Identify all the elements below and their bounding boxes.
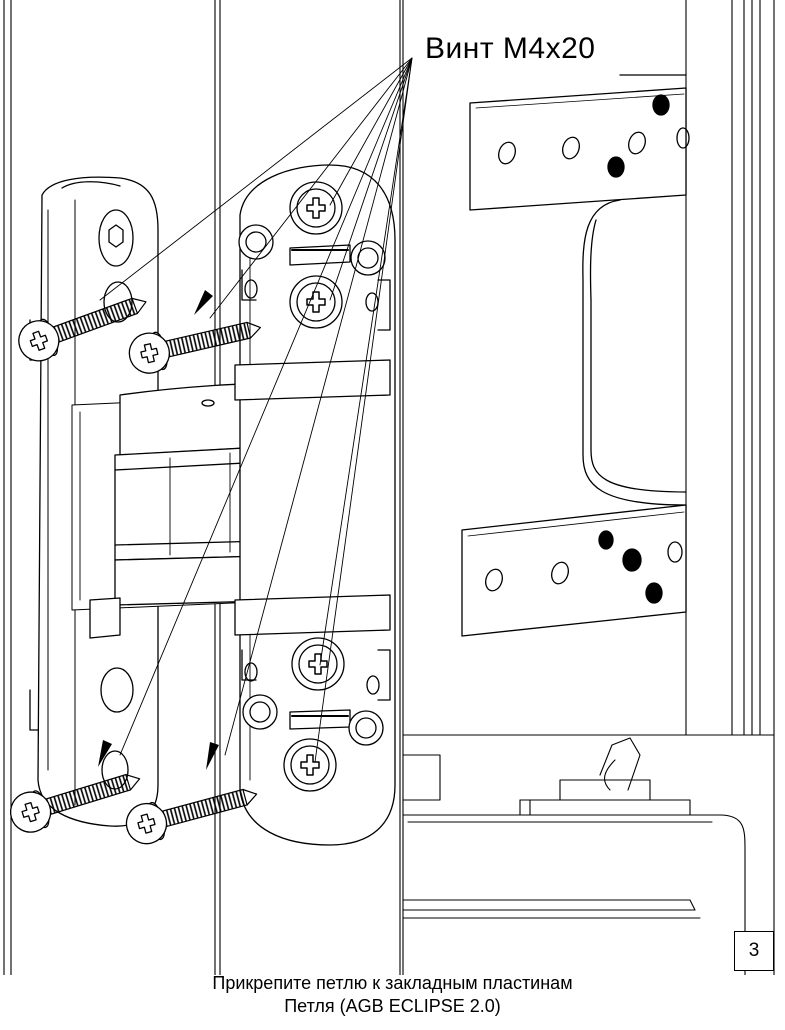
lower-frame-structure [402,737,746,975]
mounting-plate-bottom [461,504,687,637]
arrow-down-left-icon [98,290,219,770]
door-frame-lines [3,0,775,975]
instruction-caption: Прикрепите петлю к закладным пластинам [212,973,573,993]
screw-callout-label: Винт М4х20 [425,32,596,65]
mounting-plate-top [469,87,690,211]
product-caption: Петля (AGB ECLIPSE 2.0) [284,996,501,1016]
hinge-assembly-drawing [3,0,775,975]
right-hinge-body [234,164,396,846]
callout-leader-lines [99,57,413,763]
door-leaf-panel [582,74,687,506]
step-number-badge: 3 [734,931,774,971]
